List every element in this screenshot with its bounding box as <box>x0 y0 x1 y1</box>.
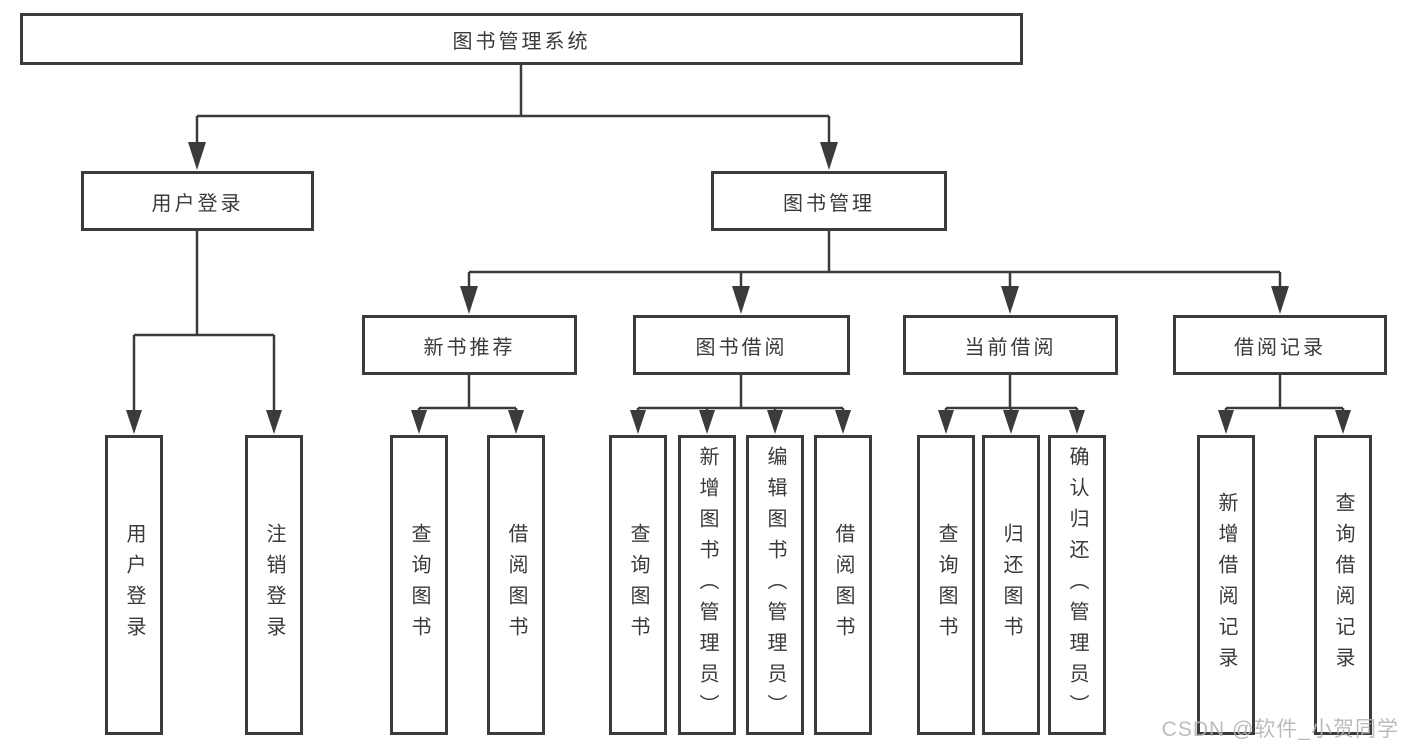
node-user-login: 用户登录 <box>81 171 314 231</box>
node-current-borrow: 当前借阅 <box>903 315 1118 375</box>
leaf-current-query-books: 查询图书 <box>917 435 975 735</box>
leaf-borrow-borrow-books: 借阅图书 <box>814 435 872 735</box>
leaf-borrow-query-books-label: 查询图书 <box>627 523 649 647</box>
leaf-user-login: 用户登录 <box>105 435 163 735</box>
leaf-borrow-borrow-books-label: 借阅图书 <box>832 523 854 647</box>
leaf-current-return-books-label: 归还图书 <box>1000 523 1022 647</box>
arrowhead-icon <box>1003 410 1019 434</box>
node-book-borrow-label: 图书借阅 <box>695 336 788 359</box>
arrowhead-icon <box>1218 410 1234 434</box>
arrowhead-icon <box>188 142 206 170</box>
arrowhead-icon <box>1001 286 1019 314</box>
arrowhead-icon <box>1069 410 1085 434</box>
watermark-text: CSDN @软件_小贺同学 <box>1161 718 1399 741</box>
node-book-management-label: 图书管理 <box>783 192 875 215</box>
leaf-logout: 注销登录 <box>245 435 303 735</box>
arrowhead-icon <box>508 410 524 434</box>
node-root: 图书管理系统 <box>20 13 1023 65</box>
node-borrow-records-label: 借阅记录 <box>1234 336 1326 359</box>
leaf-current-confirm-return-admin-label: 确认归还（管理员） <box>1066 445 1088 725</box>
arrowhead-icon <box>835 410 851 434</box>
leaf-borrow-query-books: 查询图书 <box>609 435 667 735</box>
leaf-user-login-label: 用户登录 <box>123 523 145 647</box>
node-new-book-recommend: 新书推荐 <box>362 315 577 375</box>
leaf-borrow-add-books-admin-label: 新增图书（管理员） <box>696 445 718 725</box>
node-new-book-recommend-label: 新书推荐 <box>423 336 516 359</box>
leaf-recommend-query-books-label: 查询图书 <box>408 523 430 647</box>
leaf-recommend-borrow-books: 借阅图书 <box>487 435 545 735</box>
leaf-current-confirm-return-admin: 确认归还（管理员） <box>1048 435 1106 735</box>
node-user-login-label: 用户登录 <box>151 192 244 215</box>
arrowhead-icon <box>820 142 838 170</box>
arrowhead-icon <box>266 410 282 434</box>
leaf-current-return-books: 归还图书 <box>982 435 1040 735</box>
node-book-borrow: 图书借阅 <box>633 315 850 375</box>
arrowhead-icon <box>767 410 783 434</box>
arrowhead-icon <box>126 410 142 434</box>
leaf-records-add-record-label: 新增借阅记录 <box>1215 492 1237 678</box>
arrowhead-icon <box>1271 286 1289 314</box>
arrowhead-icon <box>732 286 750 314</box>
arrowhead-icon <box>630 410 646 434</box>
arrowhead-icon <box>460 286 478 314</box>
leaf-borrow-add-books-admin: 新增图书（管理员） <box>678 435 736 735</box>
leaf-records-query-record: 查询借阅记录 <box>1314 435 1372 735</box>
arrowhead-icon <box>1335 410 1351 434</box>
arrowhead-icon <box>938 410 954 434</box>
leaf-recommend-borrow-books-label: 借阅图书 <box>505 523 527 647</box>
arrowhead-icon <box>699 410 715 434</box>
leaf-borrow-edit-books-admin: 编辑图书（管理员） <box>746 435 804 735</box>
leaf-records-query-record-label: 查询借阅记录 <box>1332 492 1354 678</box>
leaf-current-query-books-label: 查询图书 <box>935 523 957 647</box>
leaf-records-add-record: 新增借阅记录 <box>1197 435 1255 735</box>
node-book-management: 图书管理 <box>711 171 947 231</box>
leaf-logout-label: 注销登录 <box>263 523 285 647</box>
node-root-label: 图书管理系统 <box>452 30 591 53</box>
leaf-borrow-edit-books-admin-label: 编辑图书（管理员） <box>764 445 786 725</box>
arrowhead-icon <box>411 410 427 434</box>
leaf-recommend-query-books: 查询图书 <box>390 435 448 735</box>
node-borrow-records: 借阅记录 <box>1173 315 1387 375</box>
node-current-borrow-label: 当前借阅 <box>964 336 1057 359</box>
